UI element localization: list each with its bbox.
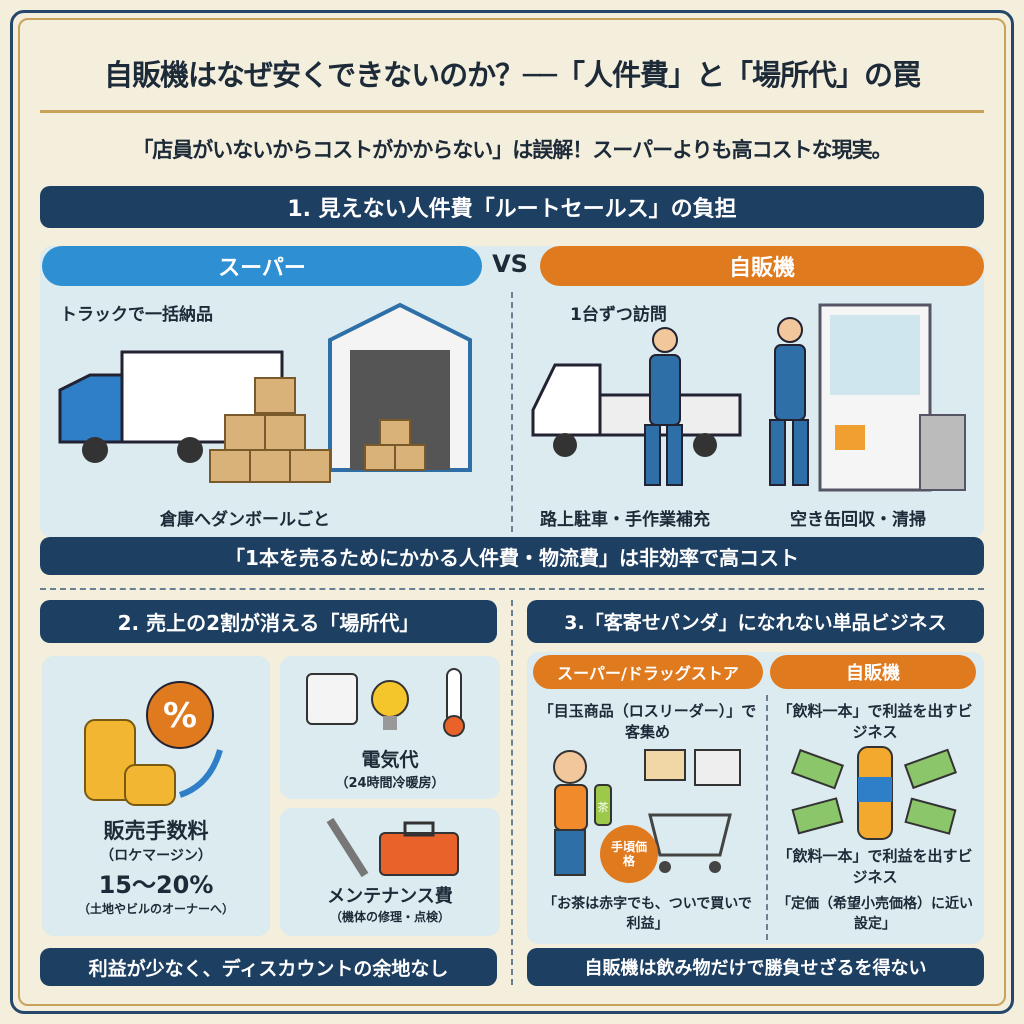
vending-bottom-right-text: 空き缶回収・清掃 [790,510,926,530]
maintenance-sub: （機体の修理・点検） [329,910,450,924]
shopper-cart-illustration: 茶 [553,749,741,876]
truck-warehouse-illustration [58,302,472,483]
horizontal-divider [40,588,984,590]
route-sales-illustration [531,303,966,492]
commission-rate: 15～20% [98,871,214,899]
bottle-money-illustration [790,746,957,840]
section3-right-bottom2: 「定価（希望小売価格）に近い設定」 [777,896,973,932]
section3-left-top: 「目玉商品（ロスリーダー）」で客集め [538,702,757,741]
percent-symbol: % [163,696,197,736]
section3-divider [766,695,768,940]
wrench-toolbox-icon [326,817,459,878]
section-divider [511,600,513,985]
workers-icon [644,317,809,486]
boxes-icon [209,377,426,483]
page-title: 自販機はなぜ安くできないのか？──「人件費」と「場所代」の罠 [103,58,921,92]
super-top-text: トラックで一括納品 [60,305,213,325]
section3-left-bottom: 「お茶は赤字でも、ついで買いで利益」 [543,896,752,932]
subtitle: 「店員がいないからコストがかからない」は誤解！スーパーよりも高コストな現実。 [132,138,892,162]
section1-header: 1. 見えない人件費「ルートセールス」の負担 [40,186,984,228]
vending-top-text: 1台ずつ訪問 [570,305,667,325]
vending-bottom-left-text: 路上駐車・手作業補充 [540,510,710,530]
commission-title: 販売手数料 [103,819,209,843]
outlet-bulb-thermometer-icon [306,668,465,737]
section2-footer: 利益が少なく、ディスカウントの余地なし [40,948,497,986]
electric-title: 電気代 [361,749,419,771]
vending-machine-icon [818,303,966,492]
section3-right-bottom1: 「飲料一本」で利益を出すビジネス [777,847,973,886]
section3-footer: 自販機は飲み物だけで勝負せざるを得ない [527,948,984,986]
super-bottom-text: 倉庫へダンボールごと [160,510,330,530]
outer-frame [10,10,1014,1014]
title-divider [40,110,984,113]
section1-footer: 「1本を売るためにかかる人件費・物流費」は非効率で高コスト [40,537,984,575]
bubble-affordable-price: 手頃価格 [600,825,658,883]
vs-label: VS [492,250,528,278]
vending-label: 自販機 [540,246,984,286]
electric-sub: （24時間冷暖房） [335,776,445,791]
section3-right-top: 「飲料一本」で利益を出すビジネス [777,702,973,741]
section3-header: 3.「客寄せパンダ」になれない単品ビジネス [527,600,984,643]
commission-note: （土地やビルのオーナーへ） [77,902,234,916]
small-truck-icon [531,363,742,457]
coins-percent-icon: % [84,681,223,806]
commission-sub: （ロケマージン） [100,848,212,864]
section1-divider [511,292,513,532]
inner-frame [18,18,1006,1006]
super-label: スーパー [42,246,482,286]
section3-left-label: スーパー/ドラッグストア [533,655,763,689]
section3-right-label: 自販機 [770,655,976,689]
maintenance-title: メンテナンス費 [327,886,453,907]
tea-label: 茶 [598,801,609,814]
section2-header: 2. 売上の2割が消える「場所代」 [40,600,497,643]
